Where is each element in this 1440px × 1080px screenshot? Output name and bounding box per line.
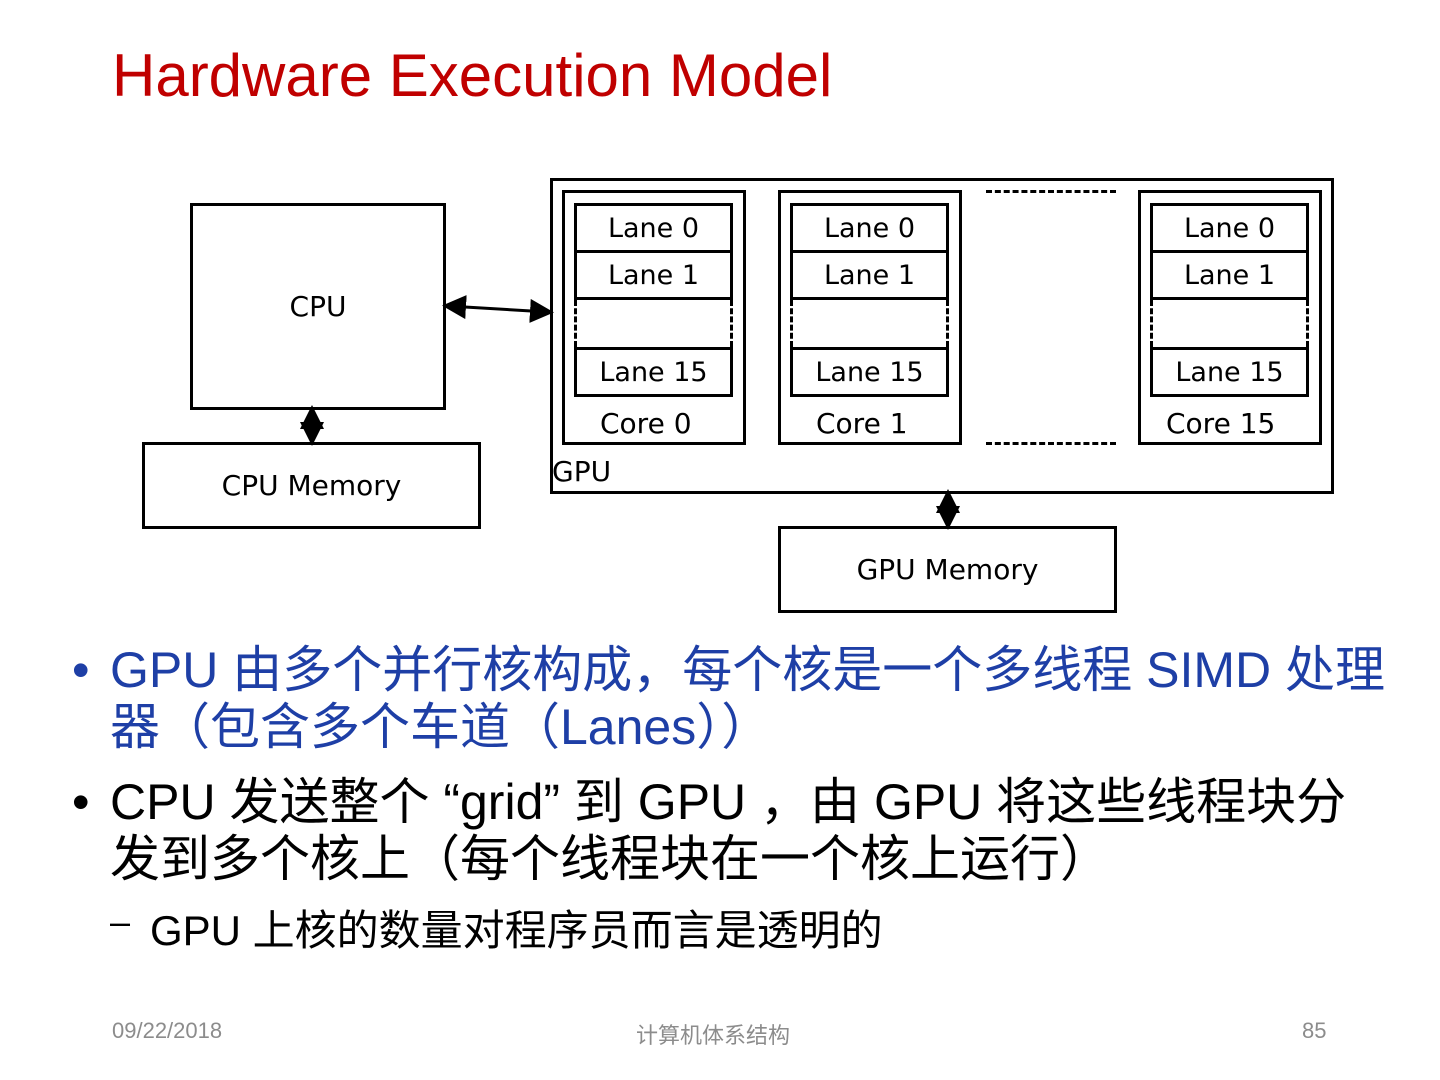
lane-gap — [574, 300, 733, 347]
sub-bullet-item: – GPU 上核的数量对程序员而言是透明的 — [110, 901, 1392, 956]
core-box — [1138, 190, 1322, 445]
core-box — [778, 190, 962, 445]
cpu-memory-label: CPU Memory — [221, 468, 402, 502]
lane-gap — [790, 300, 949, 347]
lane-box: Lane 15 — [790, 347, 949, 397]
gpu-memory-box: GPU Memory — [778, 526, 1117, 613]
lane-box: Lane 1 — [574, 250, 733, 300]
cpu-label: CPU — [289, 289, 347, 323]
bullet-dot-icon: • — [72, 774, 90, 830]
footer-date: 09/22/2018 — [112, 1018, 223, 1043]
cpu-box: CPU — [190, 203, 446, 410]
bullet-text: GPU 由多个并行核构成，每个核是一个多线程 SIMD 处理器（包含多个车道（L… — [110, 642, 1386, 755]
sub-bullet-text: GPU 上核的数量对程序员而言是透明的 — [150, 907, 883, 954]
lane-label: Lane 1 — [607, 259, 700, 291]
lane-label: Lane 15 — [815, 356, 924, 388]
gpu-memory-label: GPU Memory — [856, 552, 1039, 586]
footer-center: 计算机体系结构 — [636, 1023, 791, 1048]
lane-label: Lane 0 — [823, 212, 916, 244]
lane-box: Lane 1 — [790, 250, 949, 300]
core-label: Core 15 — [1166, 407, 1276, 440]
core-ellipsis-top — [986, 190, 1116, 193]
core-label: Core 0 — [600, 407, 692, 440]
lane-label: Lane 0 — [1183, 212, 1276, 244]
slide-title: Hardware Execution Model — [112, 42, 833, 109]
lane-label: Lane 15 — [1175, 356, 1284, 388]
cpu-memory-box: CPU Memory — [142, 442, 481, 529]
lane-box: Lane 0 — [790, 203, 949, 253]
core-ellipsis-bottom — [986, 442, 1116, 445]
bullet-item: • GPU 由多个并行核构成，每个核是一个多线程 SIMD 处理器（包含多个车道… — [72, 642, 1392, 756]
cpu-gpu-arrow — [442, 295, 554, 323]
footer-page-number: 85 — [1302, 1018, 1327, 1043]
lane-box: Lane 0 — [1150, 203, 1309, 253]
lane-label: Lane 1 — [823, 259, 916, 291]
lane-gap — [1150, 300, 1309, 347]
bullet-text: CPU 发送整个 “grid” 到 GPU ，由 GPU 将这些线程块分发到多个… — [110, 774, 1347, 887]
lane-box: Lane 15 — [1150, 347, 1309, 397]
core-box — [562, 190, 746, 445]
bullet-list: • GPU 由多个并行核构成，每个核是一个多线程 SIMD 处理器（包含多个车道… — [72, 642, 1392, 956]
bullet-item: • CPU 发送整个 “grid” 到 GPU ，由 GPU 将这些线程块分发到… — [72, 774, 1392, 888]
lane-box: Lane 0 — [574, 203, 733, 253]
lane-label: Lane 1 — [1183, 259, 1276, 291]
bullet-dot-icon: • — [72, 642, 90, 698]
gpu-label: GPU — [552, 455, 612, 488]
lane-label: Lane 15 — [599, 356, 708, 388]
lane-box: Lane 1 — [1150, 250, 1309, 300]
core-label: Core 1 — [816, 407, 908, 440]
lane-box: Lane 15 — [574, 347, 733, 397]
lane-label: Lane 0 — [607, 212, 700, 244]
sub-bullet-dash-icon: – — [110, 901, 131, 942]
